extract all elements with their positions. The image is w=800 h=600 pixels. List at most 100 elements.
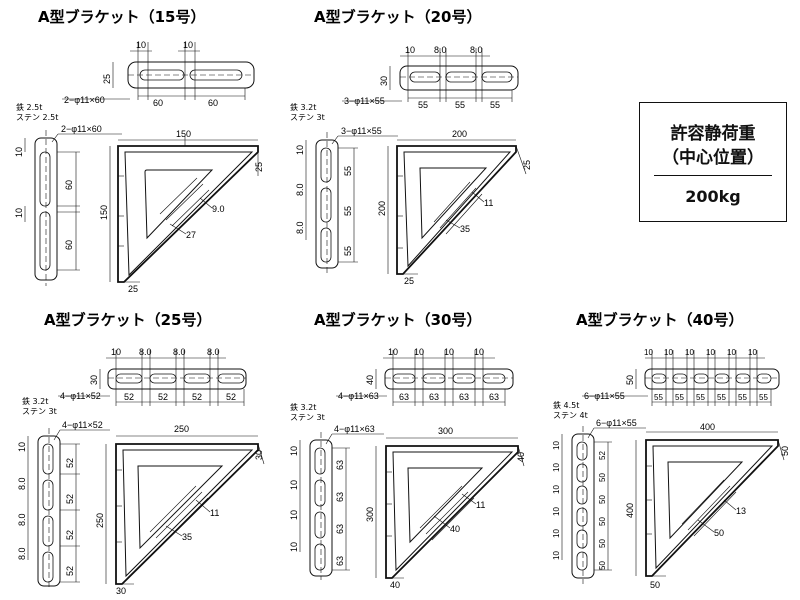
dim-40-gusset: 13 [736,506,746,516]
dim-20-top-slot2: 55 [455,100,465,110]
dim-40-corner-bl: 50 [650,580,660,590]
dim-20-side-gap3: 8.0 [295,221,305,234]
dim-30-gusset: 11 [476,500,485,510]
dim-20-side-slot3: 55 [343,246,353,256]
dim-40-corner-tr: 50 [780,446,790,456]
material-20-steel: 鉄 3.2t [290,102,316,112]
holes-25-top: 4−φ11×52 [60,391,101,401]
dim-40-height: 50 [625,375,635,385]
dim-20-top-gap1: 10 [405,45,415,55]
dim-25-top-gap3: 8.0 [173,347,186,357]
holes-15-top: 2−φ11×60 [64,95,105,105]
dim-40-side-slot6: 50 [598,561,607,570]
dim-25-side-gap2: 8.0 [17,477,27,490]
dim-40-side-gap2: 10 [552,463,561,472]
dim-25-side-slot4: 52 [65,566,75,576]
dim-30-width: 300 [438,426,453,436]
dim-40-side-slot4: 50 [598,517,607,526]
load-value: 200kg [685,187,741,206]
load-position-label: （中心位置） [662,148,764,168]
dim-25-height: 30 [89,375,99,385]
dim-40-top-slot2: 55 [675,393,684,402]
holes-20-top: 3−φ11×55 [344,96,385,106]
dim-15-rib: 27 [186,230,196,240]
dim-25-side-gap4: 8.0 [17,547,27,560]
material-40-steel: 鉄 4.5t [553,400,579,410]
top-view-25: 10 8.0 8.0 8.0 52 52 52 52 30 4−φ11×52 [58,347,247,406]
load-label: 許容静荷重 [670,124,756,144]
title-40: A型ブラケット（40号） [576,311,743,329]
dim-40-top-gap3: 10 [685,348,694,357]
dim-40-side-slot3: 50 [598,495,607,504]
holes-40-side: 6−φ11×55 [596,418,637,428]
dim-25-top-slot4: 52 [226,392,236,402]
dim-20-top-gap2: 8.0 [434,45,447,55]
front-view-15: 150 150 9.0 27 25 25 [99,129,264,294]
dim-40-side-slot5: 50 [598,539,607,548]
dim-20-width: 200 [452,129,467,139]
dim-25-side-slot2: 52 [65,494,75,504]
dim-25-corner-tr: 30 [254,450,264,460]
dim-30-top-gap4: 10 [474,347,484,357]
dim-40-side-slot2: 50 [598,473,607,482]
dim-25-side-gap1: 10 [17,442,27,452]
dim-25-gusset: 11 [210,508,219,518]
holes-25-side: 4−φ11×52 [62,420,103,430]
dim-20-top-gap3: 8.0 [470,45,483,55]
dim-30-corner-tr: 40 [516,452,526,462]
dim-30-height-total: 300 [365,507,375,522]
dim-25-width: 250 [174,424,189,434]
dim-40-top-gap5: 10 [727,348,736,357]
dim-15-height: 25 [102,74,112,84]
dim-40-top-gap4: 10 [706,348,715,357]
dim-15-top-gap2: 10 [183,40,193,50]
dim-30-side-gap4: 10 [289,542,299,552]
dim-40-height-total: 400 [625,503,635,518]
dim-15-top-slot1: 60 [153,98,163,108]
side-view-15: 10 60 10 60 2−φ11×60 [14,124,122,286]
dim-40-top-gap1: 10 [644,348,653,357]
title-25: A型ブラケット（25号） [44,311,211,329]
dim-40-width: 400 [700,422,715,432]
holes-30-side: 4−φ11×63 [334,424,375,434]
material-30-steel: 鉄 3.2t [290,402,316,412]
front-view-40: 400 400 13 50 50 50 [625,422,790,590]
holes-15-side: 2−φ11×60 [61,124,102,134]
holes-40-top: 6−φ11×55 [584,391,625,401]
top-view-40: 10 10 10 10 10 10 55 55 55 55 55 55 50 6… [582,348,780,406]
dim-30-side-slot4: 63 [335,556,345,566]
dim-20-height: 30 [379,76,389,86]
dim-30-top-gap1: 10 [388,347,398,357]
dim-25-top-slot2: 52 [158,392,168,402]
dim-30-rib: 40 [450,524,460,534]
dim-20-corner-bl: 25 [404,276,414,286]
front-view-30: 300 300 11 40 40 40 [365,426,526,590]
dim-40-top-slot1: 55 [654,393,663,402]
material-25-stainless: ステン 3t [22,407,57,416]
dim-30-side-gap2: 10 [289,480,299,490]
dim-15-width: 150 [176,129,191,139]
dim-25-top-gap2: 8.0 [139,347,152,357]
load-divider [654,175,772,176]
top-view-15: 10 10 60 60 25 2−φ11×60 [62,40,255,108]
dim-20-side-slot1: 55 [343,166,353,176]
dim-30-top-slot2: 63 [429,392,439,402]
bracket-25: 10 8.0 8.0 8.0 52 52 52 52 30 4−φ11×52 鉄… [17,347,265,596]
dim-40-rib: 50 [714,528,724,538]
dim-40-top-gap6: 10 [748,348,757,357]
dim-30-side-slot2: 63 [335,492,345,502]
holes-30-top: 4−φ11×63 [338,391,379,401]
bracket-15: 10 10 60 60 25 2−φ11×60 鉄 2.5t ステン 2.5t … [14,40,264,294]
dim-15-side-gap1: 10 [14,147,24,157]
material-15-steel: 鉄 2.5t [16,102,42,112]
material-25-steel: 鉄 3.2t [22,396,48,406]
bracket-40: 10 10 10 10 10 10 55 55 55 55 55 55 50 6… [552,348,790,590]
dim-15-gusset: 9.0 [212,204,225,214]
dim-25-height-total: 250 [95,513,105,528]
dim-20-top-slot1: 55 [418,100,428,110]
dim-20-side-slot2: 55 [343,206,353,216]
dim-20-side-gap1: 10 [295,145,305,155]
dim-30-side-gap3: 10 [289,510,299,520]
dim-30-side-slot1: 63 [335,460,345,470]
